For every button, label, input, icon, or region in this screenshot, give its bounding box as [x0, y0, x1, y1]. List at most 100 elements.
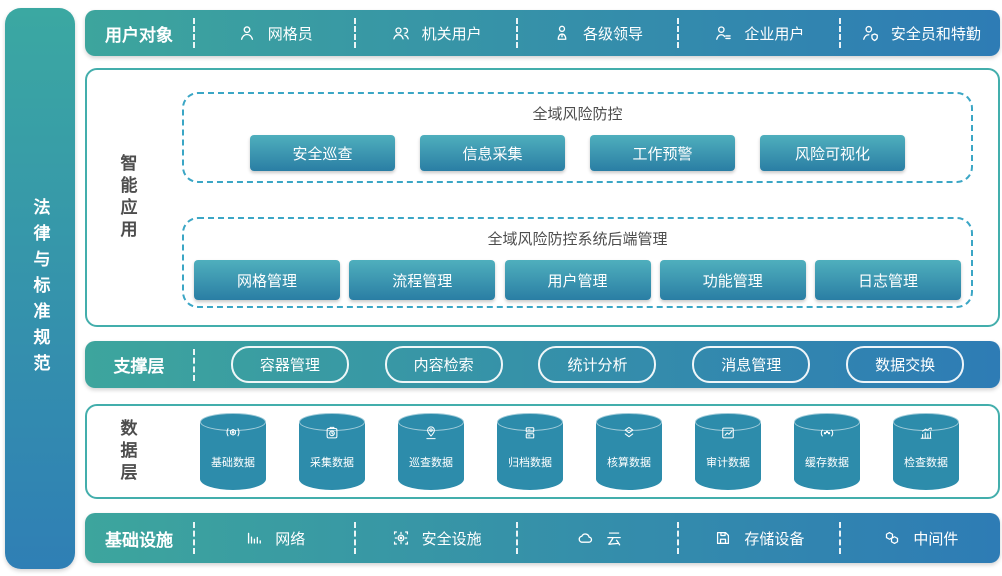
dashed-divider: [354, 522, 357, 554]
dashed-divider: [193, 18, 195, 48]
dashed-divider: [193, 522, 195, 554]
app-layer-panel: 智能应用 全域风险防控 安全巡查 信息采集 工作预警 风险可视化 全域风险防控系…: [85, 68, 1000, 327]
data-layer-panel: 数据层 基础数据 采集数据: [85, 404, 1000, 499]
user-item-label: 企业用户: [744, 25, 805, 43]
location-pin-icon: [422, 424, 440, 442]
infra-item-network[interactable]: 网络: [195, 513, 354, 563]
infra-item-middleware[interactable]: 中间件: [841, 513, 1000, 563]
dashed-divider: [677, 18, 680, 48]
dashed-divider: [193, 348, 195, 381]
user-layer-bar: 用户对象 网格员 机关用户 各级领导 企业用户: [85, 10, 1000, 56]
app-button-function-management[interactable]: 功能管理: [659, 260, 806, 300]
settings-icon: [224, 424, 242, 442]
user-item-government-users[interactable]: 机关用户: [356, 10, 515, 56]
cylinder-label: 缓存数据: [805, 457, 849, 469]
backend-management-group-title: 全域风险防控系统后端管理: [487, 231, 668, 248]
data-cylinder-collected-data[interactable]: 采集数据: [299, 413, 365, 490]
infra-item-label: 网络: [275, 530, 306, 548]
server-stack-icon: [521, 424, 539, 442]
data-cylinder-cache-data[interactable]: 缓存数据: [794, 413, 860, 490]
data-cylinder-audit-data[interactable]: 审计数据: [695, 413, 761, 490]
support-layer-bar: 支撑层 容器管理 内容检索 统计分析 消息管理 数据交换: [85, 341, 1000, 388]
legal-standards-bar: 法律与标准规范: [5, 8, 75, 569]
cylinder-body: [893, 422, 959, 490]
support-pill-data-exchange[interactable]: 数据交换: [846, 346, 965, 383]
cylinder-label: 审计数据: [706, 457, 750, 469]
infra-item-cloud[interactable]: 云: [518, 513, 677, 563]
cylinder-top: [893, 413, 959, 431]
cubes-icon: [882, 528, 902, 548]
dashed-divider: [838, 522, 841, 554]
dashed-divider: [354, 18, 357, 48]
security-officer-icon: [860, 23, 880, 43]
support-pill-container-management[interactable]: 容器管理: [230, 346, 349, 383]
data-layer-title-wrap: 数据层: [87, 406, 167, 497]
cylinder-label: 采集数据: [310, 457, 354, 469]
data-cylinder-inspection-data[interactable]: 检查数据: [893, 413, 959, 490]
data-cylinder-archived-data[interactable]: 归档数据: [497, 413, 563, 490]
support-layer-title: 支撑层: [113, 357, 165, 376]
user-item-label: 各级领导: [583, 25, 644, 43]
cylinder-top: [398, 413, 464, 431]
user-item-label: 安全员和特勤: [890, 25, 981, 43]
infrastructure-title: 基础设施: [105, 530, 173, 550]
user-item-enterprise-users[interactable]: 企业用户: [679, 10, 838, 56]
support-pill-statistical-analysis[interactable]: 统计分析: [538, 346, 657, 383]
cylinder-label: 归档数据: [508, 457, 552, 469]
app-layer-title: 智能应用: [117, 153, 137, 242]
dashed-divider: [515, 522, 518, 554]
layers-icon: [620, 424, 638, 442]
app-button-work-warning[interactable]: 工作预警: [590, 135, 735, 171]
app-button-process-management[interactable]: 流程管理: [349, 260, 496, 300]
data-layer-cylinders: 基础数据 采集数据 巡查数据: [167, 406, 998, 497]
cylinder-body: [398, 422, 464, 490]
support-pill-message-management[interactable]: 消息管理: [692, 346, 811, 383]
user-item-security-officers[interactable]: 安全员和特勤: [841, 10, 1000, 56]
cylinder-body: [596, 422, 662, 490]
cylinder-label: 检查数据: [904, 457, 948, 469]
floppy-disk-icon: [713, 528, 733, 548]
risk-control-group: 全域风险防控 安全巡查 信息采集 工作预警 风险可视化: [182, 92, 973, 183]
cylinder-top: [497, 413, 563, 431]
app-button-grid-management[interactable]: 网格管理: [194, 260, 340, 300]
line-chart-icon: [719, 424, 737, 442]
aperture-gear-icon: [391, 528, 411, 548]
leader-icon: [552, 23, 572, 43]
risk-control-group-title: 全域风险防控: [532, 106, 623, 123]
infra-item-security-facilities[interactable]: 安全设施: [356, 513, 515, 563]
infra-item-label: 中间件: [913, 530, 959, 548]
app-button-log-management[interactable]: 日志管理: [815, 260, 961, 300]
data-cylinder-accounting-data[interactable]: 核算数据: [596, 413, 662, 490]
app-layer-content: 全域风险防控 安全巡查 信息采集 工作预警 风险可视化 全域风险防控系统后端管理…: [167, 70, 998, 325]
cylinder-label: 核算数据: [607, 457, 651, 469]
cylinder-label: 基础数据: [211, 457, 255, 469]
risk-control-buttons: 安全巡查 信息采集 工作预警 风险可视化: [194, 135, 961, 171]
data-cylinder-basic-data[interactable]: 基础数据: [200, 413, 266, 490]
infra-item-label: 存储设备: [744, 530, 805, 548]
legal-standards-label: 法律与标准规范: [30, 197, 50, 380]
cylinder-top: [200, 413, 266, 431]
user-layer-title: 用户对象: [105, 25, 173, 45]
data-cylinder-patrol-data[interactable]: 巡查数据: [398, 413, 464, 490]
dashed-divider: [838, 18, 841, 48]
cylinder-label: 巡查数据: [409, 457, 453, 469]
user-item-leaders[interactable]: 各级领导: [518, 10, 677, 56]
infrastructure-bar: 基础设施 网络 安全设施 云 存储设备: [85, 513, 1000, 563]
cylinder-top: [596, 413, 662, 431]
app-button-risk-visualization[interactable]: 风险可视化: [760, 135, 905, 171]
data-layer-title: 数据层: [117, 418, 137, 485]
support-pill-content-retrieval[interactable]: 内容检索: [384, 346, 503, 383]
app-button-security-patrol[interactable]: 安全巡查: [250, 135, 395, 171]
bar-chart-icon: [917, 424, 935, 442]
user-icon: [237, 23, 257, 43]
app-layer-title-wrap: 智能应用: [87, 70, 167, 325]
cache-dots-icon: [818, 424, 836, 442]
app-button-info-collection[interactable]: 信息采集: [420, 135, 565, 171]
infra-item-storage-devices[interactable]: 存储设备: [679, 513, 838, 563]
infra-item-label: 安全设施: [421, 530, 482, 548]
infra-item-label: 云: [606, 530, 622, 548]
user-item-grid-worker[interactable]: 网格员: [195, 10, 354, 56]
cylinder-body: [794, 422, 860, 490]
app-button-user-management[interactable]: 用户管理: [504, 260, 651, 300]
users-icon: [391, 23, 411, 43]
